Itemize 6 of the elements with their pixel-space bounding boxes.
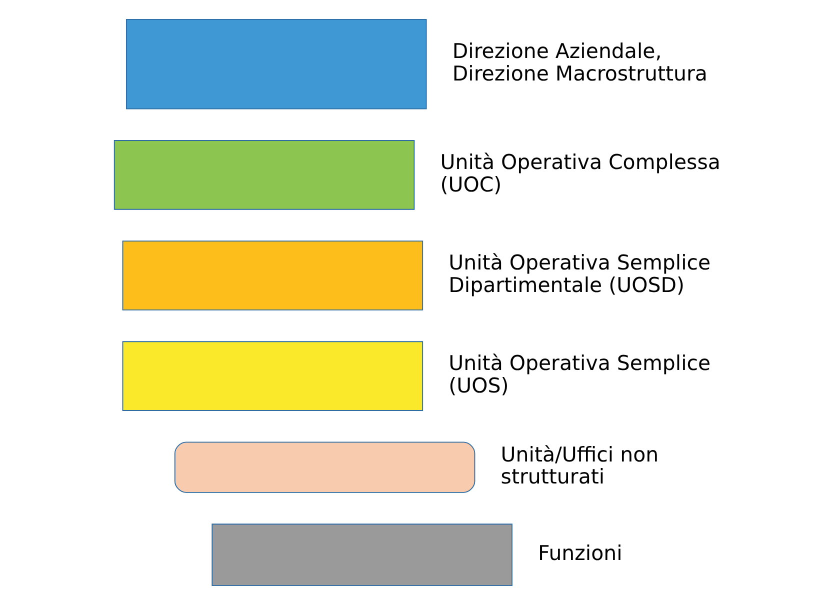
legend-label: Unità Operativa Semplice (UOS) — [448, 351, 711, 398]
legend-label: Direzione Aziendale, Direzione Macrostruttura — [452, 39, 708, 86]
legend-label: Unità Operativa Semplice Dipartimentale (UOSD) — [448, 250, 711, 297]
legend-label: Funzioni — [538, 541, 622, 566]
legend-label: Unità/Uffici non strutturati — [500, 442, 659, 489]
legend-label: Unità Operativa Complessa (UOC) — [440, 150, 720, 196]
